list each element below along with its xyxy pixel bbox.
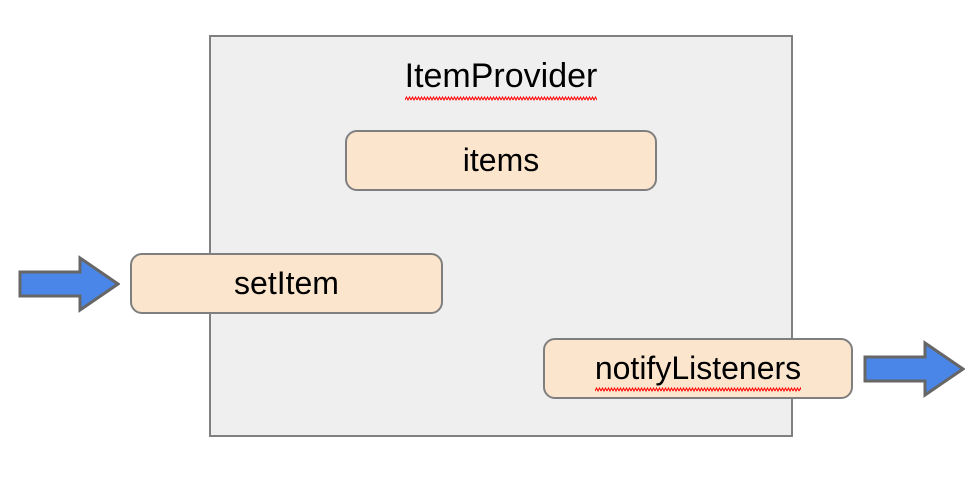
member-box-notifylisteners[interactable]: notifyListeners xyxy=(543,338,853,399)
arrow-right-shape xyxy=(18,255,120,313)
member-label-setitem: setItem xyxy=(234,265,339,301)
container-title: ItemProvider xyxy=(209,56,793,101)
member-label-items: items xyxy=(462,142,540,178)
input-arrow-icon xyxy=(18,255,120,313)
container-title-text: ItemProvider xyxy=(404,57,598,101)
member-box-setitem[interactable]: setItem xyxy=(130,253,443,314)
member-box-items[interactable]: items xyxy=(345,130,657,191)
output-arrow-icon xyxy=(863,340,965,398)
member-label-notifylisteners: notifyListeners xyxy=(594,350,802,392)
arrow-right-shape xyxy=(863,340,965,398)
